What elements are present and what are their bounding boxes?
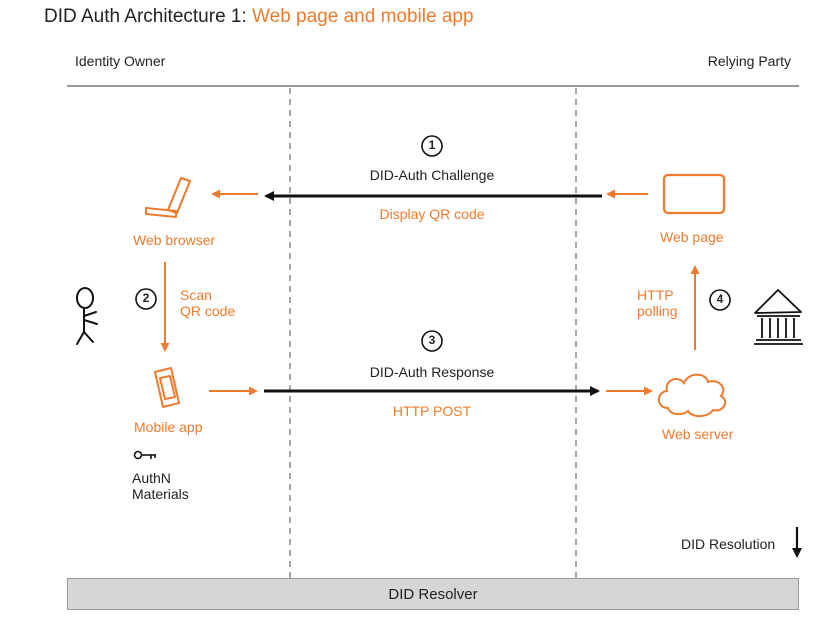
mobile-app-label: Mobile app [134, 419, 203, 435]
step-2-badge [135, 288, 157, 310]
person-icon [76, 287, 98, 345]
relying-party-label: Relying Party [707, 53, 791, 69]
mobile-phone-icon [154, 367, 180, 408]
identity-owner-label: Identity Owner [75, 53, 166, 69]
title-prefix: DID Auth Architecture 1: [44, 6, 253, 27]
cloud-icon [657, 373, 727, 418]
bank-icon [754, 289, 803, 345]
web-browser-label: Web browser [133, 232, 216, 248]
display-qr-label: Display QR code [379, 206, 485, 222]
http-post-label: HTTP POST [392, 403, 472, 419]
response-label: DID-Auth Response [369, 364, 495, 380]
step-2-number: 2 [142, 291, 150, 305]
step-3-badge [421, 330, 443, 352]
web-server-label: Web server [662, 426, 734, 442]
web-page-icon [662, 173, 726, 215]
page-title: DID Auth Architecture 1: Web page and mo… [44, 6, 474, 28]
laptop-icon [145, 177, 191, 218]
step-1-number: 1 [428, 138, 436, 152]
http-polling-label: HTTP polling [637, 287, 678, 319]
step-3-number: 3 [428, 333, 436, 347]
did-resolution-label: DID Resolution [681, 536, 776, 552]
title-highlight: Web page and mobile app [252, 6, 474, 27]
did-resolver-label: DID Resolver [388, 585, 478, 603]
web-page-label: Web page [660, 229, 724, 245]
key-icon [133, 450, 156, 460]
authn-materials-label: AuthN Materials [132, 470, 189, 502]
step-1-badge [421, 135, 443, 157]
step-4-number: 4 [716, 292, 724, 306]
challenge-label: DID-Auth Challenge [369, 167, 495, 183]
scan-qr-label: Scan QR code [180, 287, 236, 319]
step-4-badge [709, 289, 731, 311]
did-resolver-bar: DID Resolver [67, 578, 799, 610]
